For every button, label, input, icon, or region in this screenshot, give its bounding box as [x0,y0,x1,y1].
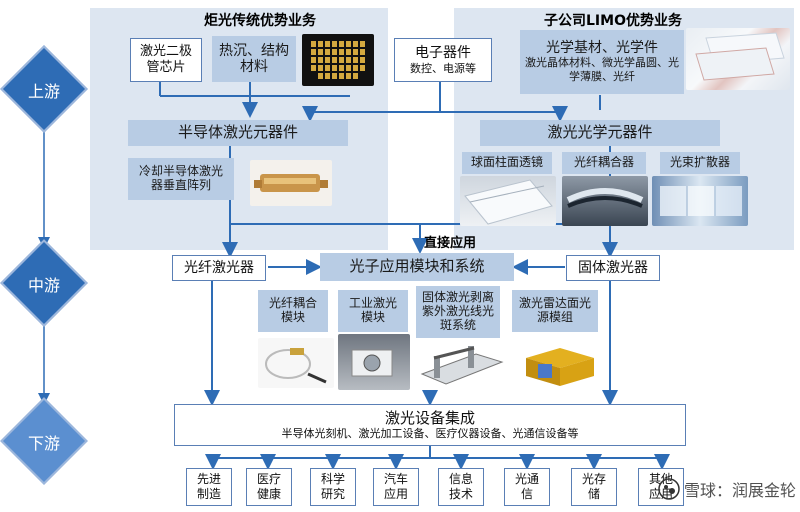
heatsink-array-photo [302,34,374,86]
app-scientific-research: 科学研究 [310,468,356,506]
app-automotive: 汽车应用 [373,468,419,506]
integration-box: 激光设备集成 半导体光刻机、激光加工设备、医疗仪器设备、光通信设备等 [174,404,686,446]
lidar-box-icon [526,348,594,386]
laser-bar-icon [254,174,328,192]
semiconductor-array-box: 冷却半导体激光器垂直阵列 [128,158,234,200]
optical-glass-photo [686,28,790,90]
fiber-coil-icon [265,348,327,384]
thermal-materials-box: 热沉、结构材料 [212,36,296,82]
watermark-text: 雪球：润展金轮 [683,481,796,500]
stage-label: 中游 [27,276,60,295]
integration-detail: 半导体光刻机、激光加工设备、医疗仪器设备、光通信设备等 [281,427,579,441]
glass-plates-icon [695,32,785,81]
semiconductor-component-box: 半导体激光元器件 [128,120,348,146]
laser-array-photo [250,160,332,206]
stage-midstream: 中游 [0,239,88,327]
substrate-detail: 激光晶体材料、微光学晶圆、光学薄膜、光纤 [525,56,679,84]
watermark: 雪球：润展金轮 [600,474,796,504]
laser-chip-box: 激光二极管芯片 [130,38,202,82]
optical-component-box: 激光光学元器件 [480,120,720,146]
stage-label: 上游 [27,82,60,101]
fiber-coupler-photo [562,176,648,226]
beam-expander-photo [652,176,748,226]
focuslight-title: 炬光传统优势业务 [204,13,316,29]
stage-downstream: 下游 [0,397,88,485]
line-beam-system-photo [416,340,506,390]
beam-expander-label: 光束扩散器 [660,152,740,174]
lidar-module-photo [516,340,602,390]
electronics-box: 电子器件 数控、电源等 [394,38,492,82]
module-solid-lift-off: 固体激光剥离紫外激光线光斑系统 [416,286,500,338]
snowball-logo-icon [658,478,680,500]
fiber-coupler-label: 光纤耦合器 [562,152,646,174]
module-fiber-coupling: 光纤耦合模块 [258,290,328,332]
app-advanced-manufacturing: 先进制造 [186,468,232,506]
app-optical-storage: 光存储 [571,468,617,506]
electronics-sub: 数控、电源等 [410,61,476,75]
diffuser-plates-icon [660,186,742,216]
photon-module-box: 光子应用模块和系统 [320,253,514,281]
substrate-title: 光学基材、光学件 [546,40,658,57]
module-industrial: 工业激光模块 [338,290,408,332]
stage-upstream: 上游 [0,45,88,133]
limo-substrate-box: 光学基材、光学件 激光晶体材料、微光学晶圆、光学薄膜、光纤 [520,30,684,94]
industrial-head-icon [351,349,393,377]
coupler-array-icon [566,188,644,208]
fiber-laser-box: 光纤激光器 [172,255,266,281]
heatsink-grid-icon [311,41,365,79]
app-other: 其他应用 [638,468,684,506]
electronics-label: 电子器件 [415,45,471,61]
stage-label: 下游 [27,434,60,453]
cylinder-lens-photo [460,176,556,226]
app-medical-health: 医疗健康 [246,468,292,506]
gantry-system-icon [420,346,504,385]
app-information-tech: 信息技术 [438,468,484,506]
integration-title: 激光设备集成 [384,409,475,428]
fiber-module-photo [258,338,334,388]
industrial-module-photo [338,334,410,390]
direct-application-label: 直接应用 [424,236,477,251]
limo-title: 子公司LIMO优势业务 [544,13,682,29]
cylinder-lens-label: 球面柱面透镜 [462,152,552,174]
solid-laser-box: 固体激光器 [566,255,660,281]
module-lidar-source: 激光雷达面光源模组 [512,290,598,332]
lens-rod-icon [464,179,553,225]
app-optical-communication: 光通信 [504,468,550,506]
